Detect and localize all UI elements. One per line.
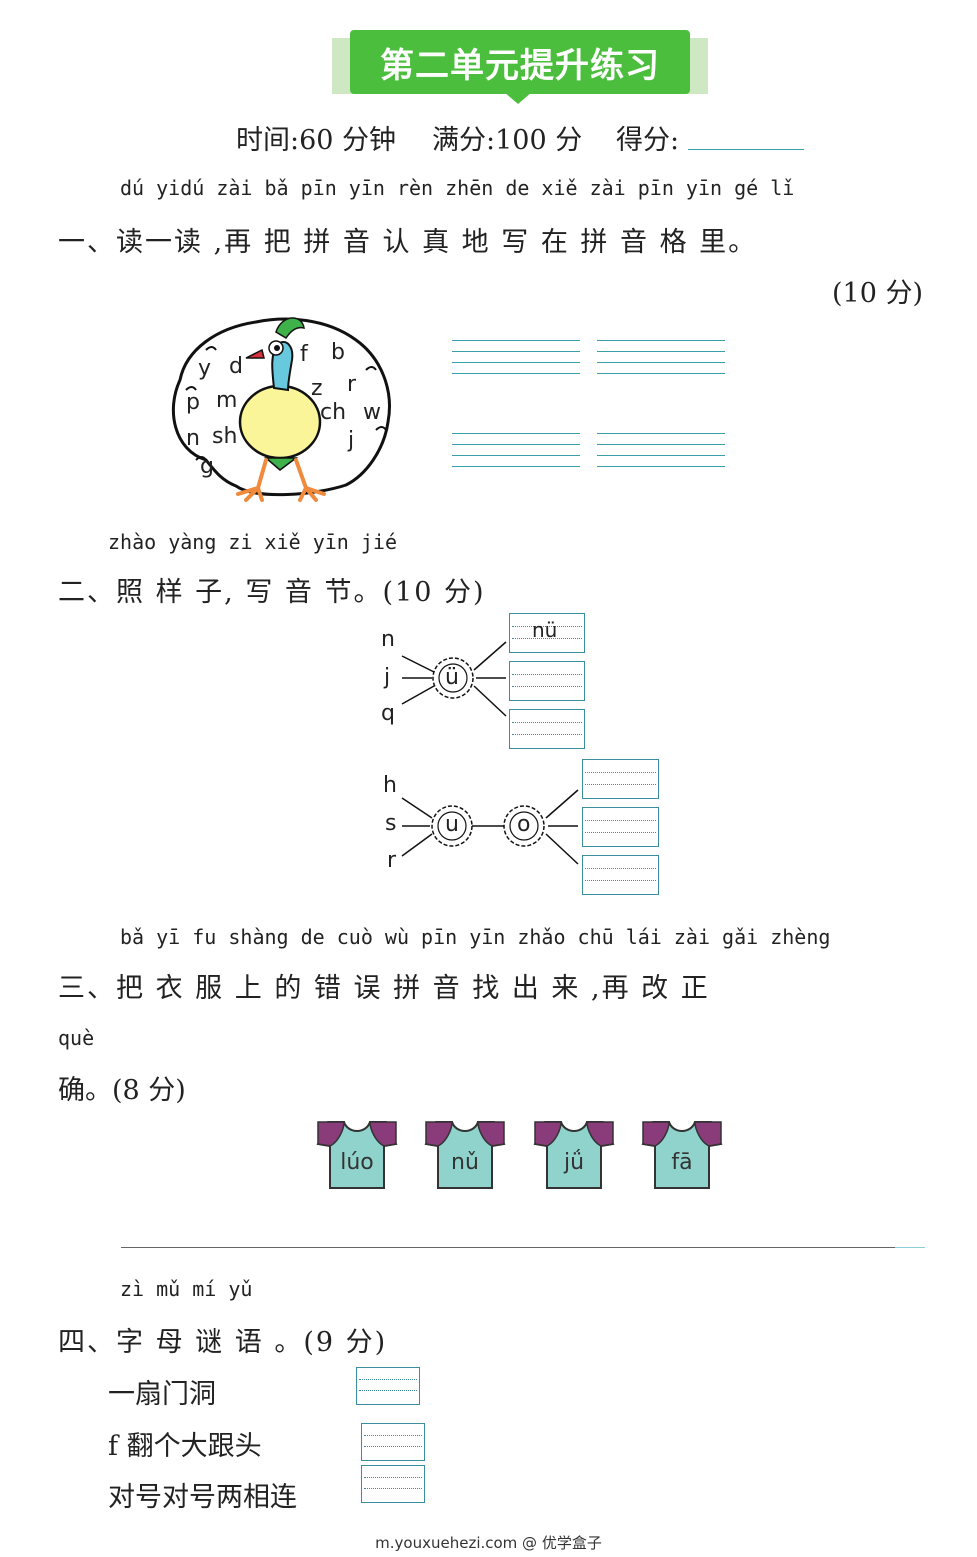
peacock-illustration bbox=[171, 317, 391, 502]
q4-pinyin: zì mǔ mí yǔ bbox=[120, 1277, 253, 1301]
score-blank[interactable] bbox=[688, 149, 804, 150]
shirt-icon bbox=[641, 1121, 723, 1189]
riddle-answer-box[interactable] bbox=[361, 1465, 425, 1503]
shirt-icon bbox=[533, 1121, 615, 1189]
q2-group1-connectors bbox=[401, 641, 507, 717]
peacock-letter: y bbox=[198, 356, 212, 381]
q2-left-letter: q bbox=[381, 701, 395, 726]
q3-pinyin-2: què bbox=[58, 1026, 95, 1050]
q2-center-vowel: o bbox=[517, 812, 531, 837]
riddle-text: f 翻个大跟头 bbox=[108, 1431, 262, 1462]
peacock-letter: w bbox=[363, 400, 381, 425]
pinyin-grid[interactable] bbox=[597, 433, 725, 467]
q2-left-letter: j bbox=[384, 665, 391, 690]
shirt-label: fā bbox=[671, 1150, 693, 1175]
peacock-letter: p bbox=[186, 390, 200, 415]
riddle-text: 对号对号两相连 bbox=[108, 1482, 297, 1513]
q2-center-vowel: u bbox=[445, 812, 459, 837]
answer-box[interactable] bbox=[509, 709, 585, 749]
shirt-label: jǘ bbox=[563, 1150, 585, 1175]
q2-pinyin: zhào yàng zi xiě yīn jié bbox=[108, 530, 397, 554]
peacock-letter: n bbox=[186, 426, 200, 451]
peacock-letter: r bbox=[347, 372, 357, 397]
pinyin-grid[interactable] bbox=[452, 340, 580, 374]
riddle-answer-box[interactable] bbox=[356, 1367, 420, 1405]
q2-group2-connectors bbox=[401, 789, 579, 865]
score-label: 得分: bbox=[616, 125, 680, 156]
q3-text: 三、把 衣 服 上 的 错 误 拼 音 找 出 来 ,再 改 正 bbox=[58, 973, 710, 1004]
footer-text: m.youxuehezi.com @ 优学盒子 bbox=[375, 1534, 602, 1552]
peacock-letter: d bbox=[229, 354, 243, 379]
peacock-letter: b bbox=[331, 340, 345, 365]
answer-box-example: nü bbox=[509, 613, 585, 653]
answer-box[interactable] bbox=[582, 759, 659, 799]
shirt: fā bbox=[641, 1120, 723, 1190]
q2-text: 二、照 样 子, 写 音 节。(10 分) bbox=[58, 577, 486, 608]
peacock-letter: ch bbox=[320, 400, 347, 425]
q3-text-2: 确。(8 分) bbox=[58, 1075, 186, 1106]
shirt-icon bbox=[316, 1121, 398, 1189]
answer-line-end bbox=[895, 1247, 925, 1248]
shirt: jǘ bbox=[533, 1120, 615, 1190]
pinyin-grid[interactable] bbox=[452, 433, 580, 467]
peacock-letter: f bbox=[300, 342, 308, 367]
full-score-label: 满分:100 分 bbox=[432, 125, 583, 156]
q2-left-letter: s bbox=[385, 811, 397, 836]
q3-pinyin: bǎ yī fu shàng de cuò wù pīn yīn zhǎo ch… bbox=[120, 925, 831, 949]
q2-left-letter: h bbox=[383, 773, 397, 798]
shirt-label: lúo bbox=[340, 1150, 374, 1175]
q2-left-letter: n bbox=[381, 627, 395, 652]
peacock-letter: z bbox=[311, 376, 323, 401]
answer-line[interactable] bbox=[121, 1247, 895, 1248]
riddle-text: 一扇门洞 bbox=[108, 1379, 216, 1410]
shirt: nǔ bbox=[424, 1120, 506, 1190]
peacock-letter: sh bbox=[212, 424, 238, 449]
q2-left-letter: r bbox=[387, 848, 397, 873]
peacock-letter: g bbox=[200, 454, 214, 479]
q1-pinyin: dú yidú zài bǎ pīn yīn rèn zhēn de xiě z… bbox=[120, 176, 795, 200]
shirt-icon bbox=[424, 1121, 506, 1189]
answer-box[interactable] bbox=[509, 661, 585, 701]
q1-text: 一、读一读 ,再 把 拼 音 认 真 地 写 在 拼 音 格 里。 bbox=[58, 227, 758, 258]
example-syllable: nü bbox=[532, 618, 558, 642]
banner-main bbox=[350, 30, 690, 94]
time-label: 时间:60 分钟 bbox=[236, 125, 397, 156]
shirt: lúo bbox=[316, 1120, 398, 1190]
answer-box[interactable] bbox=[582, 807, 659, 847]
q2-center-vowel: ü bbox=[445, 665, 459, 690]
shirt-label: nǔ bbox=[451, 1150, 479, 1175]
page-title: 第二单元提升练习 bbox=[380, 46, 660, 86]
peacock-letter: j bbox=[348, 428, 355, 453]
q1-points: (10 分) bbox=[832, 278, 924, 309]
riddle-answer-box[interactable] bbox=[361, 1423, 425, 1461]
banner-notch bbox=[504, 92, 532, 104]
title-banner: 第二单元提升练习 bbox=[332, 30, 708, 104]
q4-text: 四、字 母 谜 语 。(9 分) bbox=[58, 1327, 388, 1358]
answer-box[interactable] bbox=[582, 855, 659, 895]
pinyin-grid[interactable] bbox=[597, 340, 725, 374]
peacock-letter: m bbox=[216, 388, 238, 413]
